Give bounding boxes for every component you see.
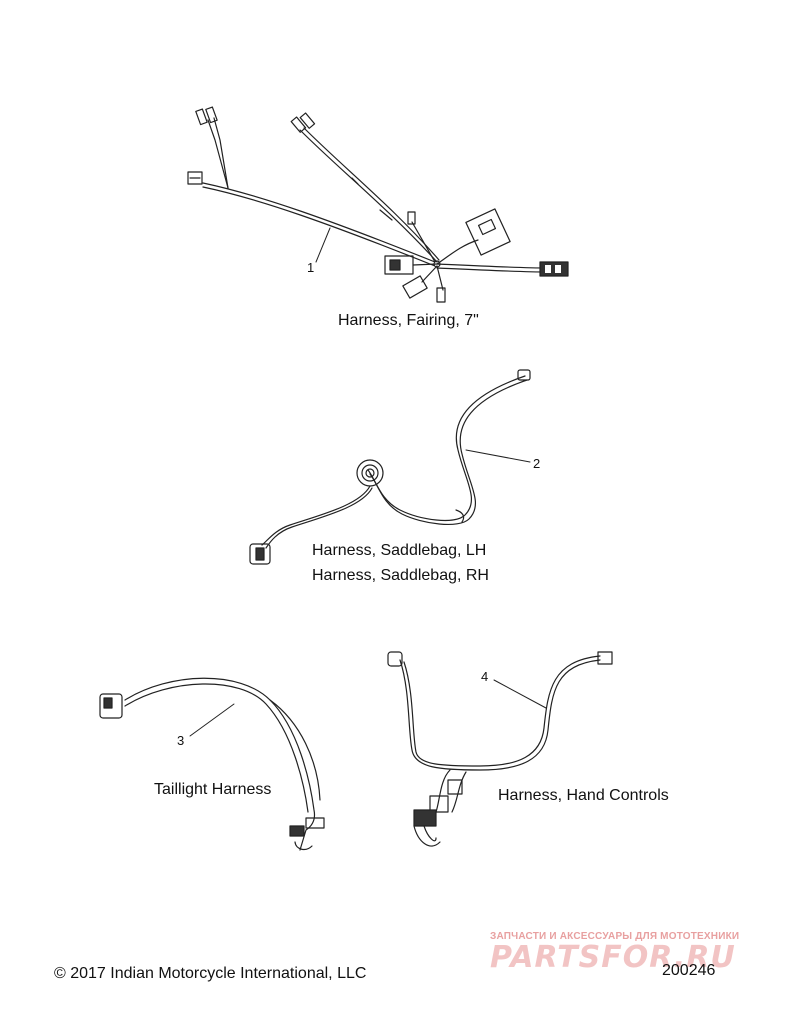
harness-hand-controls-drawing [387,651,613,847]
watermark-tagline: ЗАПЧАСТИ И АКСЕССУАРЫ ДЛЯ МОТОТЕХНИКИ [490,931,740,942]
label-harness-hand-controls: Harness, Hand Controls [498,787,669,804]
label-taillight-harness: Taillight Harness [154,781,272,798]
callout-1: 1 [307,260,315,275]
callout-4: 4 [481,669,489,684]
harness-saddlebag-drawing [249,369,531,565]
document-number: 200246 [662,962,716,979]
watermark-logo: PARTSFOR.RU [490,940,736,975]
callout-3: 3 [177,733,185,748]
harness-fairing-drawing [187,106,569,303]
harness-taillight-drawing [99,677,325,851]
copyright-text: © 2017 Indian Motorcycle International, … [54,965,367,982]
label-harness-saddlebag-rh: Harness, Saddlebag, RH [312,567,489,584]
callout-2: 2 [533,456,541,471]
label-harness-fairing: Harness, Fairing, 7" [338,312,479,329]
label-harness-saddlebag-lh: Harness, Saddlebag, LH [312,542,487,559]
